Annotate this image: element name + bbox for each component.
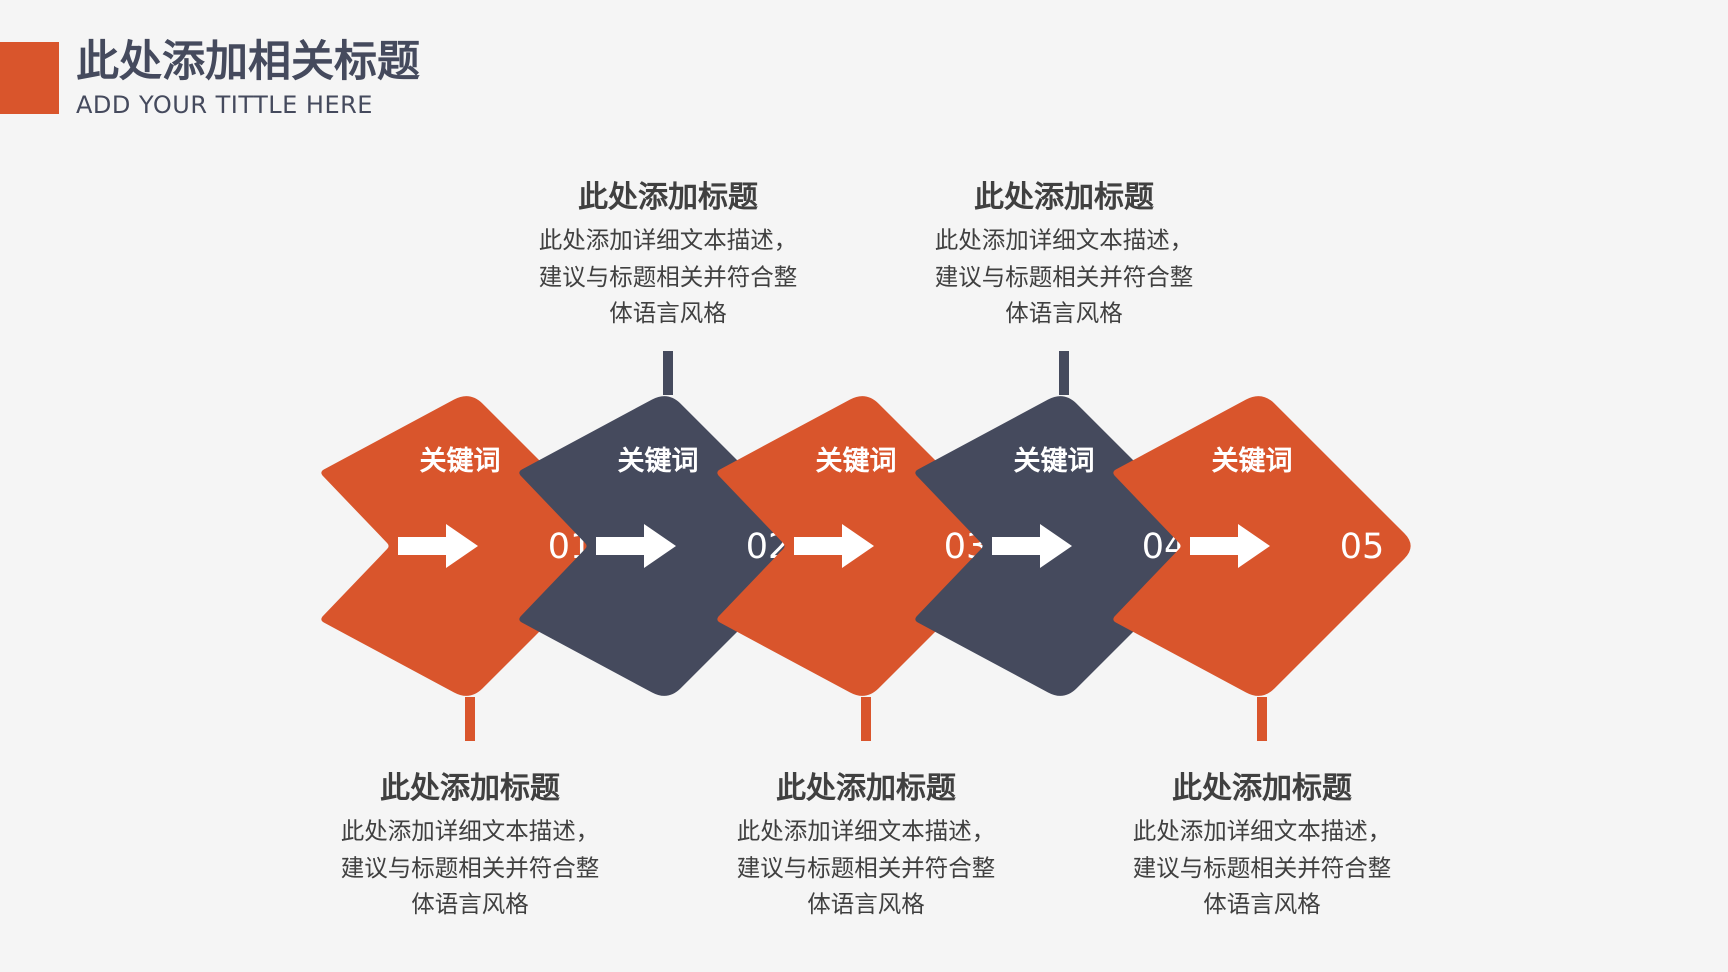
step-2-title: 此处添加标题	[578, 180, 758, 215]
step-5-title: 此处添加标题	[1172, 771, 1352, 806]
step-3-text-block: 此处添加标题此处添加详细文本描述， 建议与标题相关并符合整体语言风格	[701, 769, 1031, 923]
step-3-title: 此处添加标题	[776, 771, 956, 806]
header-accent-bar	[0, 42, 59, 114]
step-1-text-block: 此处添加标题此处添加详细文本描述， 建议与标题相关并符合整体语言风格	[305, 769, 635, 923]
page-subtitle: ADD YOUR TITTLE HERE	[76, 91, 373, 119]
step-2-keyword: 关键词	[618, 445, 699, 477]
step-1-description-line: 体语言风格	[411, 890, 529, 918]
step-1-title: 此处添加标题	[380, 771, 560, 806]
step-1-description-line: 建议与标题相关并符合整	[340, 853, 600, 882]
step-1-description-line: 此处添加详细文本描述，	[340, 817, 600, 845]
step-2-arrow-icon	[596, 524, 676, 568]
step-4-keyword: 关键词	[1014, 445, 1095, 477]
step-2-description-line: 体语言风格	[609, 299, 727, 327]
step-5-number: 05	[1340, 527, 1385, 567]
step-5-arrow-icon	[1190, 524, 1270, 568]
step-2-description-line: 此处添加详细文本描述，	[538, 226, 798, 254]
step-5-description-line: 建议与标题相关并符合整	[1132, 853, 1392, 882]
step-3-description-line: 体语言风格	[807, 890, 925, 918]
step-3-keyword: 关键词	[816, 445, 897, 477]
step-4-connector	[1059, 351, 1069, 395]
step-4-description-line: 建议与标题相关并符合整	[934, 262, 1194, 291]
step-5-description-line: 此处添加详细文本描述，	[1132, 817, 1392, 845]
step-2-connector	[663, 351, 673, 395]
step-1-arrow-icon	[398, 524, 478, 568]
step-5: 关键词 05	[1113, 396, 1411, 741]
page-title: 此处添加相关标题	[76, 37, 420, 87]
step-2-description-line: 建议与标题相关并符合整	[538, 262, 798, 291]
step-4-description-line: 体语言风格	[1005, 299, 1123, 327]
step-4-arrow-icon	[992, 524, 1072, 568]
step-3-description-line: 此处添加详细文本描述，	[736, 817, 996, 845]
step-5-connector	[1257, 697, 1267, 741]
step-4-description-line: 此处添加详细文本描述，	[934, 226, 1194, 254]
step-3-arrow-icon	[794, 524, 874, 568]
step-4-text-block: 此处添加标题此处添加详细文本描述， 建议与标题相关并符合整体语言风格	[899, 178, 1229, 332]
step-4-title: 此处添加标题	[974, 180, 1154, 215]
step-2-text-block: 此处添加标题此处添加详细文本描述， 建议与标题相关并符合整体语言风格	[503, 178, 833, 332]
step-3-connector	[861, 697, 871, 741]
step-5-keyword: 关键词	[1212, 445, 1293, 477]
step-1-keyword: 关键词	[420, 445, 501, 477]
step-1-connector	[465, 697, 475, 741]
step-5-description-line: 体语言风格	[1203, 890, 1321, 918]
step-3-description-line: 建议与标题相关并符合整	[736, 853, 996, 882]
step-5-text-block: 此处添加标题此处添加详细文本描述， 建议与标题相关并符合整体语言风格	[1097, 769, 1427, 923]
